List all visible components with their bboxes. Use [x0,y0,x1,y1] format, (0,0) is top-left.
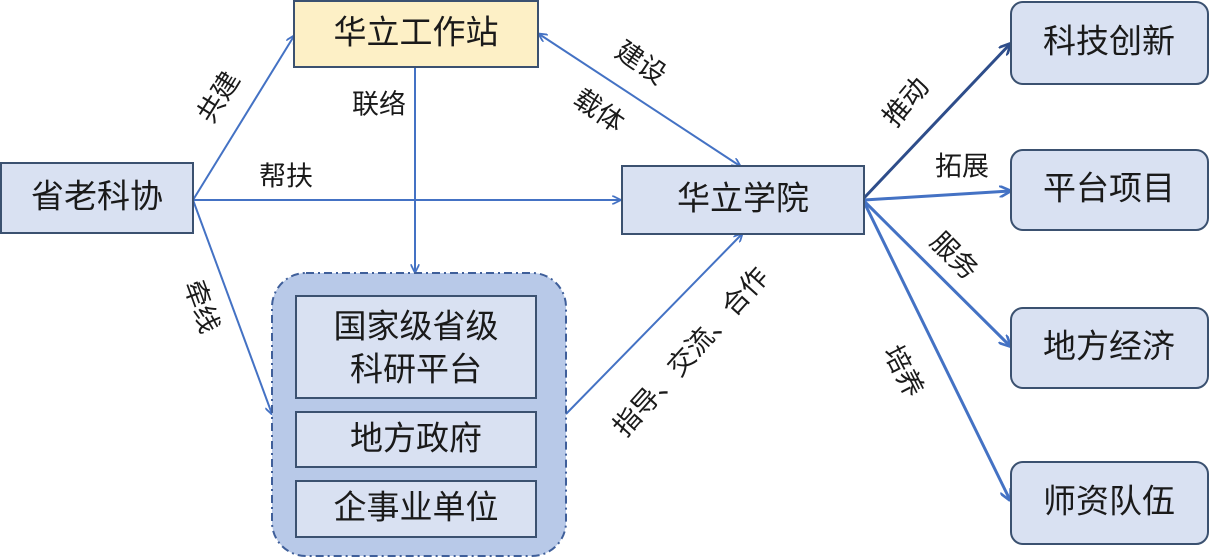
edges [192,34,1010,500]
node-local-gov-label: 地方政府 [350,419,482,458]
edge-promote [862,44,1010,200]
node-huali-station-label: 华立工作站 [334,13,499,52]
edge-construction-carrier [539,34,740,166]
node-huali-station: 华立工作站 [293,0,539,68]
label-expand: 拓展 [935,152,989,183]
label-cultivate: 培养 [877,340,929,402]
label-support: 帮扶 [259,162,313,193]
node-local-economy-label: 地方经济 [1043,327,1175,366]
node-shenglaokexie-label: 省老科协 [31,177,163,216]
node-enterprise-label: 企事业单位 [334,488,499,527]
node-research-platform: 国家级省级 科研平台 [295,295,537,399]
edge-cooperation [565,234,742,415]
partner-group: 国家级省级 科研平台 地方政府 企事业单位 [271,272,567,557]
node-huali-college-label: 华立学院 [677,179,809,218]
node-tech-innovation: 科技创新 [1010,1,1209,85]
node-enterprise: 企事业单位 [295,480,537,538]
edge-matchmake [192,199,272,414]
node-local-gov: 地方政府 [295,411,537,468]
label-cooperation: 指导、交流、合作 [607,262,775,443]
node-research-platform-line2: 科研平台 [350,350,482,389]
node-research-platform-line1: 国家级省级 [334,307,499,346]
edge-serve [862,199,1010,346]
node-local-economy: 地方经济 [1010,307,1209,389]
label-promote: 推动 [877,72,935,133]
node-platform-projects: 平台项目 [1010,149,1209,231]
node-shenglaokexie: 省老科协 [0,162,194,234]
edge-cultivate [862,201,1010,500]
node-platform-projects-label: 平台项目 [1043,169,1175,208]
node-huali-college: 华立学院 [621,165,865,235]
edge-co-build [192,36,294,201]
label-co-build: 共建 [192,66,247,128]
edge-expand [863,191,1010,202]
node-faculty: 师资队伍 [1010,461,1209,545]
label-carrier: 载体 [568,83,630,139]
label-matchmake: 牵线 [177,276,225,337]
node-tech-innovation-label: 科技创新 [1043,22,1175,61]
label-construction: 建设 [610,35,672,91]
label-serve: 服务 [924,226,984,286]
label-liaison: 联络 [352,90,406,121]
node-faculty-label: 师资队伍 [1043,482,1175,521]
